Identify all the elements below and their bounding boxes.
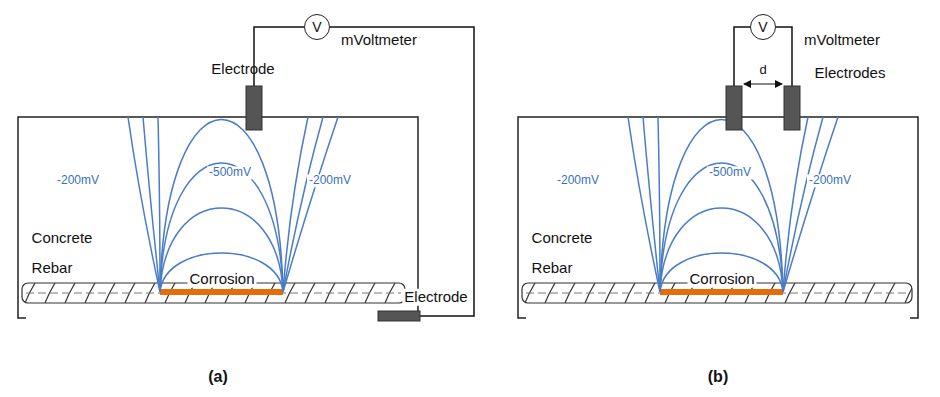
voltmeter-symbol: V — [304, 14, 330, 40]
dimension-label: d — [757, 63, 768, 77]
potential-field-lines — [628, 117, 838, 292]
meter-letter: V — [758, 20, 767, 34]
part-label: Rebar — [530, 260, 575, 277]
part-label: Rebar — [30, 260, 75, 277]
surface-electrode — [726, 86, 742, 130]
potential-value: -200mV — [807, 174, 853, 187]
rebar-electrode — [378, 311, 420, 321]
electrode-label: Electrode — [402, 289, 469, 306]
potential-field-lines — [128, 117, 338, 292]
spacing-arrow — [744, 83, 782, 84]
panel-caption: (a) — [206, 368, 230, 386]
meter-letter: V — [312, 20, 321, 34]
electrode-label: Electrode — [209, 61, 276, 78]
potential-value: -500mV — [707, 166, 753, 179]
potential-value: -500mV — [207, 166, 253, 179]
concrete-block — [518, 117, 918, 318]
part-label: Corrosion — [687, 271, 756, 288]
corrosion-zone — [660, 289, 783, 295]
voltmeter-symbol: V — [750, 14, 776, 40]
electrode-label: Electrodes — [813, 65, 888, 82]
potential-value: -200mV — [555, 174, 601, 187]
potential-value: -200mV — [307, 174, 353, 187]
wires — [254, 27, 474, 316]
panel-caption: (b) — [706, 368, 730, 386]
surface-electrode — [246, 86, 262, 130]
material-label: Concrete — [30, 230, 95, 247]
part-label: Corrosion — [187, 271, 256, 288]
concrete-block — [18, 117, 418, 318]
surface-electrode — [784, 86, 800, 130]
corrosion-zone — [160, 289, 283, 295]
potential-value: -200mV — [55, 174, 101, 187]
material-label: Concrete — [530, 230, 595, 247]
meter-label: mVoltmeter — [339, 32, 419, 49]
meter-label: mVoltmeter — [802, 32, 882, 49]
